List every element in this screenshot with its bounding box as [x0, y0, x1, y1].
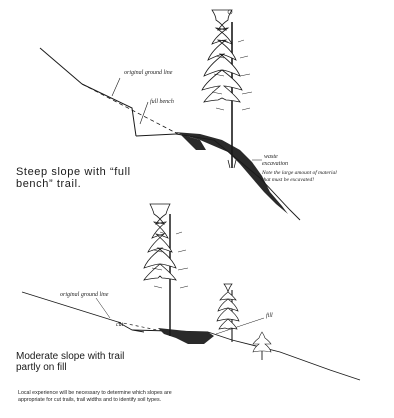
note-line-2: that must be excavated!: [262, 177, 337, 184]
original-ground-line-dashed: [82, 84, 178, 134]
lower-slope-line-bottom: [208, 332, 360, 380]
label-cut: cut: [116, 322, 123, 329]
caption-moderate-slope: Moderate slope with trail partly on fill: [16, 351, 124, 373]
caption-moderate-line-2: partly on fill: [16, 362, 124, 373]
caption-steep-slope: Steep slope with “full bench” trail.: [16, 166, 131, 190]
second-conifer-bottom: [217, 284, 239, 342]
label-waste: waste: [264, 154, 278, 161]
upper-slope-line: [40, 48, 82, 84]
footer-line-2: appropriate for cut trails, trail widths…: [18, 397, 378, 404]
label-fill: fill: [266, 313, 273, 320]
footer-note: Local experience will be necessary to de…: [18, 390, 378, 403]
caption-steep-line-1: Steep slope with “full: [16, 166, 131, 178]
label-original-ground-line-bottom: original ground line: [60, 292, 108, 299]
caption-moderate-line-1: Moderate slope with trail: [16, 351, 124, 362]
label-full-bench: full bench: [150, 99, 174, 106]
note-line-1: Note the large amount of material: [262, 170, 337, 177]
excavation-note: Note the large amount of material that m…: [262, 170, 337, 183]
bench-tread: [136, 134, 176, 136]
label-original-ground-line-top: original ground line: [124, 70, 172, 77]
main-conifer-bottom: [144, 204, 188, 336]
label-excavation: excavation: [262, 161, 288, 168]
caption-steep-line-2: bench” trail.: [16, 178, 131, 190]
fill-wedge: [158, 328, 214, 344]
cut-bank: [82, 84, 136, 136]
